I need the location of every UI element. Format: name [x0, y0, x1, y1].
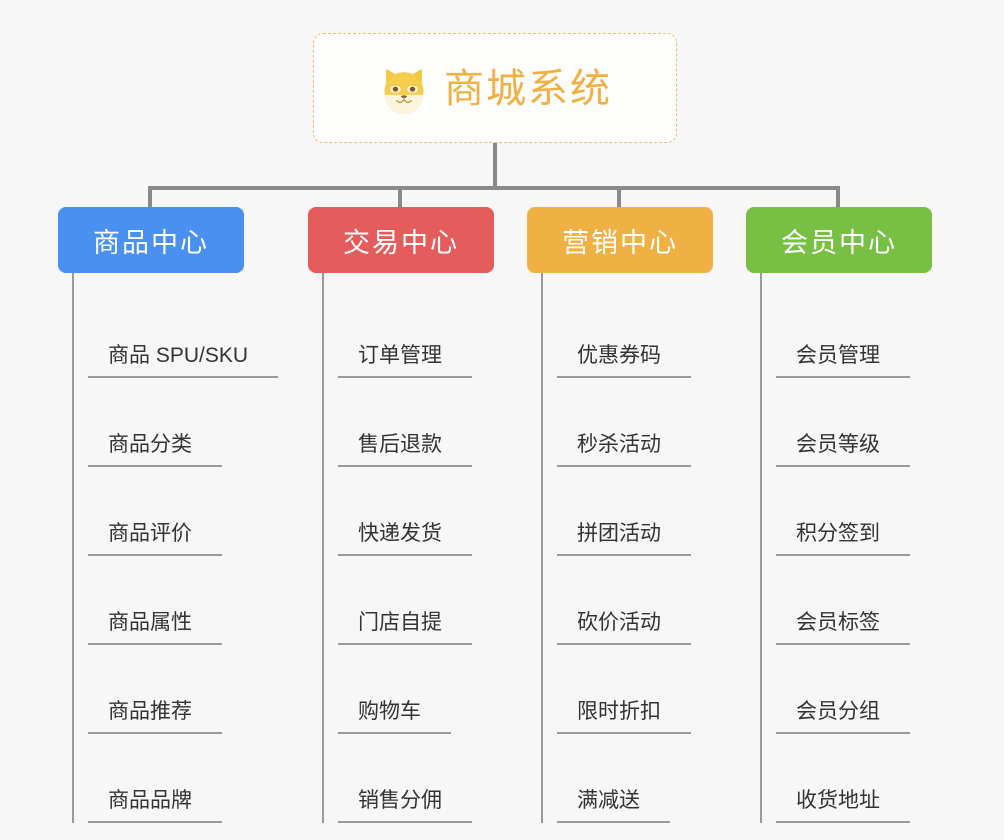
leaf-label: 商品分类	[88, 434, 222, 467]
list-item[interactable]: 商品分类	[74, 378, 278, 467]
category-label: 交易中心	[343, 227, 459, 258]
list-item[interactable]: 优惠券码	[543, 289, 713, 378]
root-title: 商城系统	[444, 67, 612, 111]
category-label: 商品中心	[93, 227, 209, 258]
list-item[interactable]: 门店自提	[324, 556, 494, 645]
leaf-label: 快递发货	[338, 523, 472, 556]
category-column-product: 商品中心 商品 SPU/SKU 商品分类 商品评价 商品属性 商品推荐 商品品牌	[58, 207, 279, 823]
leaf-label: 售后退款	[338, 434, 472, 467]
list-item[interactable]: 限时折扣	[543, 645, 713, 734]
leaf-label: 商品评价	[88, 523, 222, 556]
connector-root-stem	[493, 143, 497, 188]
leaf-label: 商品推荐	[88, 701, 222, 734]
leaf-label: 拼团活动	[557, 523, 691, 556]
root-node[interactable]: 商城系统	[313, 33, 677, 143]
leaf-label: 收货地址	[776, 790, 910, 823]
leaf-label: 砍价活动	[557, 612, 691, 645]
leaf-label: 优惠券码	[557, 345, 691, 378]
list-item[interactable]: 秒杀活动	[543, 378, 713, 467]
leaf-label: 商品品牌	[88, 790, 222, 823]
leaf-label: 会员标签	[776, 612, 910, 645]
list-item[interactable]: 积分签到	[762, 467, 932, 556]
category-children-product: 商品 SPU/SKU 商品分类 商品评价 商品属性 商品推荐 商品品牌	[72, 273, 279, 823]
category-children-member: 会员管理 会员等级 积分签到 会员标签 会员分组 收货地址	[760, 273, 932, 823]
category-label: 会员中心	[781, 227, 897, 258]
leaf-label: 门店自提	[338, 612, 472, 645]
leaf-label: 商品 SPU/SKU	[88, 345, 279, 378]
list-item[interactable]: 商品推荐	[74, 645, 278, 734]
leaf-label: 商品属性	[88, 612, 222, 645]
category-children-marketing: 优惠券码 秒杀活动 拼团活动 砍价活动 限时折扣 满减送	[541, 273, 713, 823]
leaf-label: 满减送	[557, 790, 670, 823]
category-children-trade: 订单管理 售后退款 快递发货 门店自提 购物车 销售分佣	[322, 273, 494, 823]
category-header-member[interactable]: 会员中心	[746, 207, 932, 273]
list-item[interactable]: 快递发货	[324, 467, 494, 556]
list-item[interactable]: 会员标签	[762, 556, 932, 645]
category-header-trade[interactable]: 交易中心	[308, 207, 494, 273]
list-item[interactable]: 会员分组	[762, 645, 932, 734]
leaf-label: 订单管理	[338, 345, 472, 378]
category-label: 营销中心	[562, 227, 678, 258]
list-item[interactable]: 会员管理	[762, 289, 932, 378]
leaf-label: 积分签到	[776, 523, 910, 556]
category-column-trade: 交易中心 订单管理 售后退款 快递发货 门店自提 购物车 销售分佣	[308, 207, 494, 823]
list-item[interactable]: 商品 SPU/SKU	[74, 289, 279, 378]
category-header-marketing[interactable]: 营销中心	[527, 207, 713, 273]
list-item[interactable]: 售后退款	[324, 378, 494, 467]
connector-drop-3	[617, 186, 621, 208]
category-column-member: 会员中心 会员管理 会员等级 积分签到 会员标签 会员分组 收货地址	[746, 207, 932, 823]
list-item[interactable]: 购物车	[324, 645, 494, 734]
list-item[interactable]: 销售分佣	[324, 734, 494, 823]
leaf-label: 限时折扣	[557, 701, 691, 734]
connector-drop-2	[398, 186, 402, 208]
leaf-label: 购物车	[338, 701, 451, 734]
shiba-dog-face-icon	[378, 64, 430, 116]
list-item[interactable]: 满减送	[543, 734, 713, 823]
category-column-marketing: 营销中心 优惠券码 秒杀活动 拼团活动 砍价活动 限时折扣 满减送	[527, 207, 713, 823]
list-item[interactable]: 商品属性	[74, 556, 278, 645]
leaf-label: 会员等级	[776, 434, 910, 467]
leaf-label: 会员分组	[776, 701, 910, 734]
list-item[interactable]: 砍价活动	[543, 556, 713, 645]
category-header-product[interactable]: 商品中心	[58, 207, 244, 273]
list-item[interactable]: 订单管理	[324, 289, 494, 378]
leaf-label: 会员管理	[776, 345, 910, 378]
list-item[interactable]: 收货地址	[762, 734, 932, 823]
list-item[interactable]: 商品评价	[74, 467, 278, 556]
connector-horizontal-bar	[148, 186, 838, 190]
leaf-label: 销售分佣	[338, 790, 472, 823]
list-item[interactable]: 商品品牌	[74, 734, 278, 823]
connector-drop-1	[148, 186, 152, 208]
list-item[interactable]: 拼团活动	[543, 467, 713, 556]
leaf-label: 秒杀活动	[557, 434, 691, 467]
connector-drop-4	[836, 186, 840, 208]
list-item[interactable]: 会员等级	[762, 378, 932, 467]
